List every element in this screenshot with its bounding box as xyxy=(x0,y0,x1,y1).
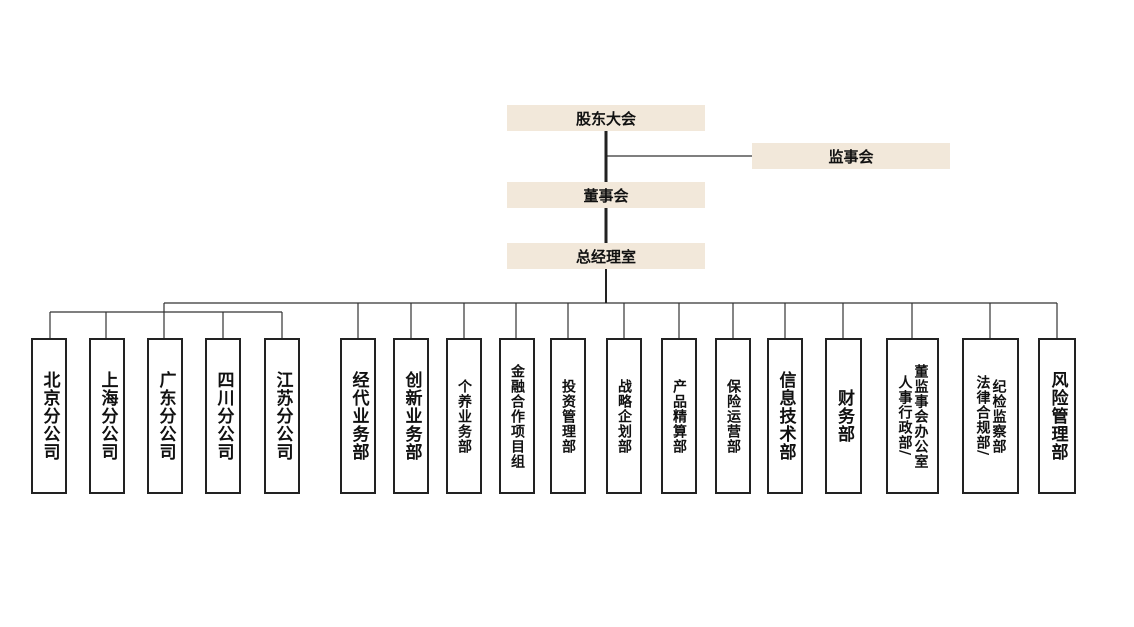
dept-label: 个养业务部 xyxy=(456,378,472,454)
branch-box-shanghai: 上海分公司 xyxy=(89,338,125,494)
shareholders-meeting-box: 股东大会 xyxy=(507,105,705,131)
branch-label: 四川分公司 xyxy=(213,371,234,461)
dept-label-line1: 董监事会办公室 xyxy=(912,363,929,469)
branch-label: 广东分公司 xyxy=(155,371,176,461)
branch-box-sichuan: 四川分公司 xyxy=(205,338,241,494)
dept-label: 战略企划部 xyxy=(616,378,632,454)
branch-label: 上海分公司 xyxy=(97,371,118,461)
dept-label: 财务部 xyxy=(834,389,854,443)
branch-box-beijing: 北京分公司 xyxy=(31,338,67,494)
dept-box-discipline-legal: 纪检监察部 法律合规部/ xyxy=(962,338,1019,494)
dept-box-actuarial: 产品精算部 xyxy=(661,338,697,494)
dept-label: 信息技术部 xyxy=(775,371,796,461)
dept-label: 产品精算部 xyxy=(671,378,687,454)
dept-box-operations: 保险运营部 xyxy=(715,338,751,494)
dept-label-line2: 法律合规部/ xyxy=(974,375,991,457)
dept-box-individual-pension: 个养业务部 xyxy=(446,338,482,494)
general-manager-office-label: 总经理室 xyxy=(575,247,636,266)
dept-label-line1: 纪检监察部 xyxy=(990,378,1007,454)
dept-box-investment: 投资管理部 xyxy=(550,338,586,494)
branch-box-guangdong: 广东分公司 xyxy=(147,338,183,494)
dept-box-it: 信息技术部 xyxy=(767,338,803,494)
board-of-directors-box: 董事会 xyxy=(507,182,705,208)
dept-box-finance: 财务部 xyxy=(825,338,862,494)
dept-label: 保险运营部 xyxy=(725,378,741,454)
dept-label: 创新业务部 xyxy=(401,371,422,461)
dept-box-strategy: 战略企划部 xyxy=(606,338,642,494)
supervisory-board-label: 监事会 xyxy=(828,147,874,166)
supervisory-board-box: 监事会 xyxy=(752,143,950,169)
branch-box-jiangsu: 江苏分公司 xyxy=(264,338,300,494)
dept-box-innovation: 创新业务部 xyxy=(393,338,429,494)
dept-label: 风险管理部 xyxy=(1047,371,1068,461)
dept-label: 投资管理部 xyxy=(560,378,576,454)
dept-box-brokerage: 经代业务部 xyxy=(340,338,376,494)
dept-label: 金融合作项目组 xyxy=(509,363,525,469)
dept-label-line2: 人事行政部/ xyxy=(896,375,913,457)
general-manager-office-box: 总经理室 xyxy=(507,243,705,269)
board-of-directors-label: 董事会 xyxy=(583,186,629,205)
branch-label: 北京分公司 xyxy=(39,371,60,461)
dept-label: 经代业务部 xyxy=(348,371,369,461)
dept-box-board-office-hr: 董监事会办公室 人事行政部/ xyxy=(886,338,939,494)
shareholders-meeting-label: 股东大会 xyxy=(575,109,636,128)
branch-label: 江苏分公司 xyxy=(272,371,293,461)
dept-box-risk-management: 风险管理部 xyxy=(1038,338,1076,494)
dept-box-financial-cooperation: 金融合作项目组 xyxy=(499,338,535,494)
